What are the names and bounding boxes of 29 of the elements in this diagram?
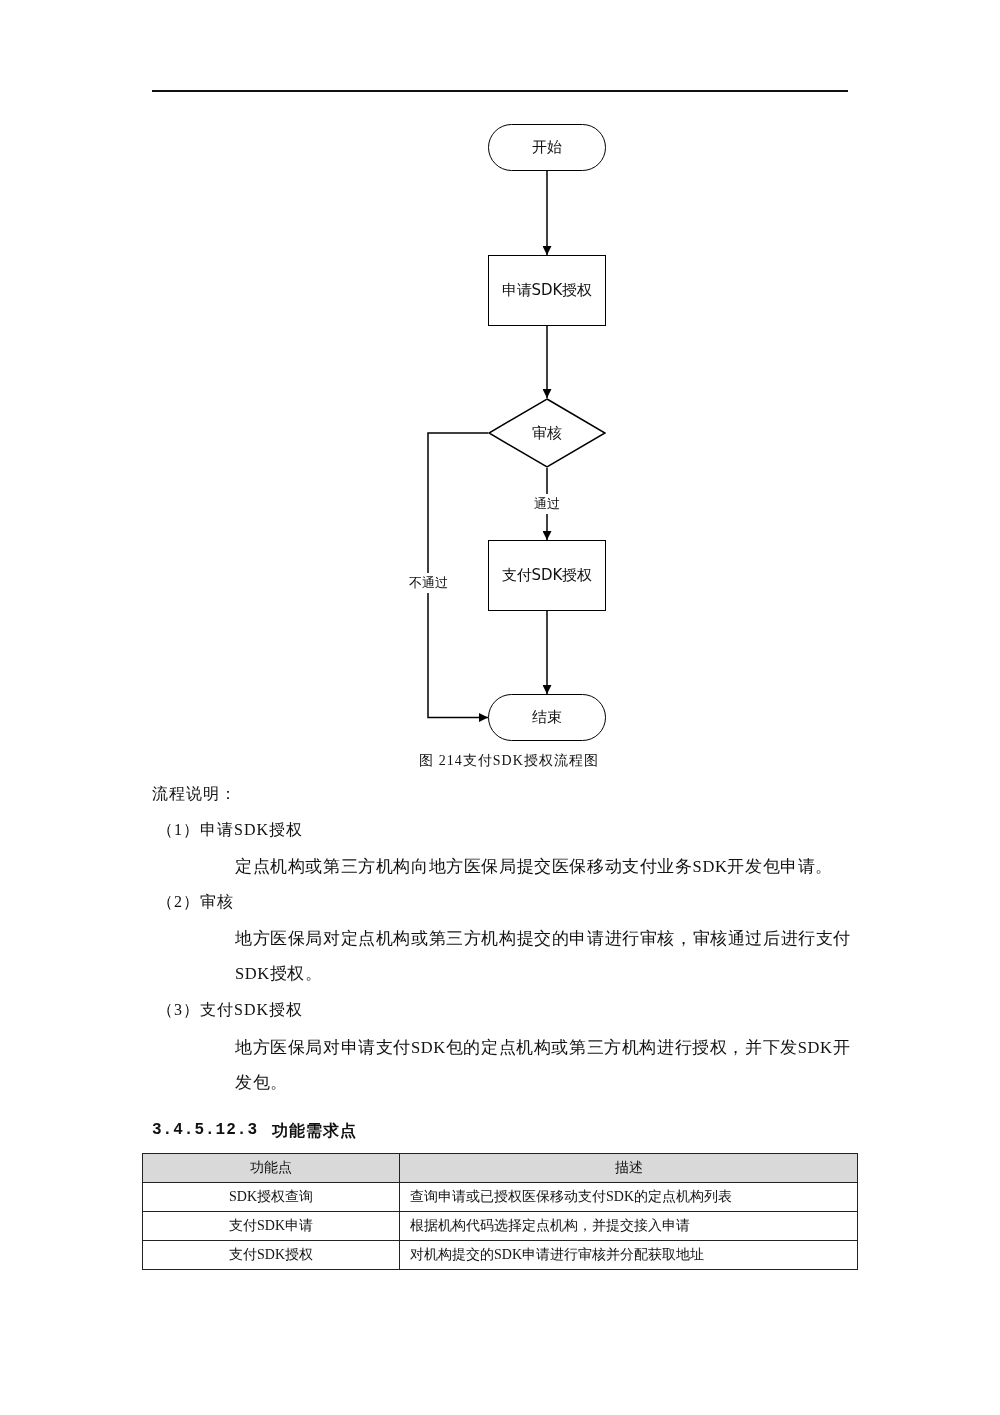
header-cell: 功能点 [142,1153,400,1183]
decision-diamond: 审核 [488,398,606,468]
process-box: 支付SDK授权 [488,540,606,611]
arrow [542,170,552,256]
step-heading: （3）支付SDK授权 [157,1000,303,1020]
terminal-shape: 结束 [488,694,606,741]
paragraph: 地方医保局对申请支付SDK包的定点机构或第三方机构进行授权，并下发SDK开发包。 [235,1037,852,1094]
step-heading: （1）申请SDK授权 [157,820,303,840]
arrow [542,325,552,399]
arrow [427,432,489,722]
section-label: 流程说明： [152,784,237,804]
edge-label: 通过 [532,494,562,514]
process-box: 申请SDK授权 [488,255,606,326]
table-cell: 支付SDK授权 [142,1240,400,1270]
table-cell: 根据机构代码选择定点机构，并提交接入申请 [399,1211,858,1241]
terminal-shape: 开始 [488,124,606,171]
header-cell: 描述 [399,1153,858,1183]
table-cell: 对机构提交的SDK申请进行审核并分配获取地址 [399,1240,858,1270]
edge-label: 不通过 [406,573,450,594]
paragraph: 定点机构或第三方机构向地方医保局提交医保移动支付业务SDK开发包申请。 [235,856,834,878]
arrow [542,610,552,695]
table-cell: 查询申请或已授权医保移动支付SDK的定点机构列表 [399,1182,858,1212]
table-cell: SDK授权查询 [142,1182,400,1212]
step-heading: （2）审核 [157,892,234,912]
table-cell: 支付SDK申请 [142,1211,400,1241]
section-number: 3.4.5.12.3 [152,1121,258,1139]
section-title: 功能需求点 [272,1121,357,1141]
caption: 图 214支付SDK授权流程图 [419,752,599,770]
paragraph: 地方医保局对定点机构或第三方机构提交的申请进行审核，审核通过后进行支付SDK授权。 [235,928,852,985]
